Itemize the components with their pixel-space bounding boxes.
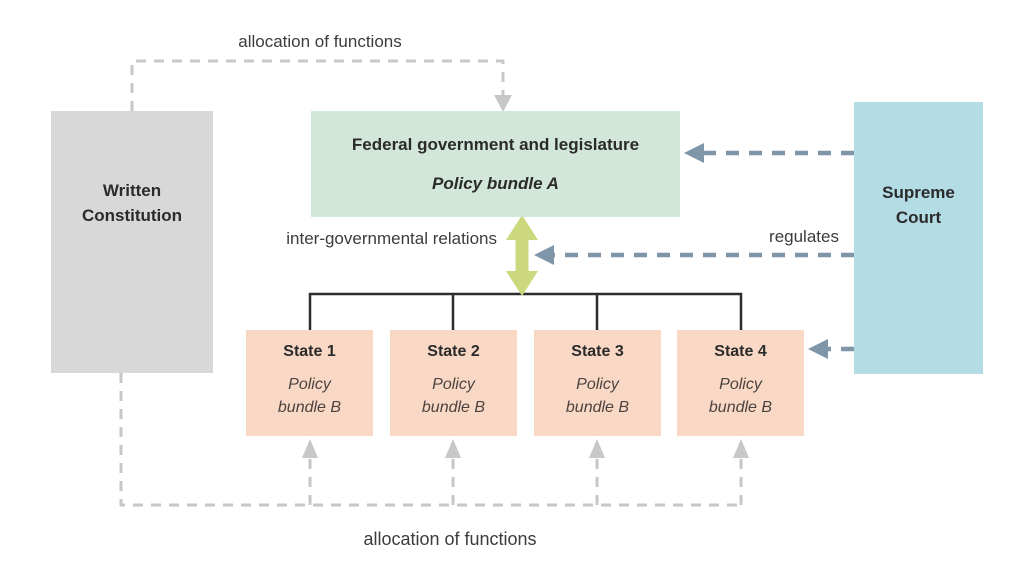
state-3-policy-line2: bundle B [565, 399, 630, 416]
state-2-policy-line2: bundle B [421, 399, 486, 416]
allocation-of-functions-top-label: allocation of functions [238, 32, 402, 51]
up-arrowhead-icon [733, 439, 749, 458]
regulates-label: regulates [769, 227, 839, 246]
federal-government-title: Federal government and legislature [351, 134, 640, 154]
state-1-policy-line2: bundle B [277, 399, 342, 416]
up-arrowhead-icon [589, 439, 605, 458]
allocation-top-dashed-connector [130, 59, 505, 111]
left-arrowhead-icon [684, 143, 704, 163]
state-3-policy-line1: Policy [576, 376, 619, 393]
written-constitution-label-line2: Constitution [81, 206, 183, 225]
supreme-court-box: Supreme Court [854, 102, 983, 374]
federal-government-box: Federal government and legislature Polic… [311, 111, 680, 217]
intergovernmental-double-arrow-icon [506, 215, 538, 296]
state-4-policy-line1: Policy [719, 376, 762, 393]
down-arrowhead-icon [494, 95, 512, 112]
federal-states-bracket [308, 292, 743, 330]
intergovernmental-label-line1: inter-governmental [286, 229, 428, 248]
allocation-of-functions-bottom-label: allocation of functions [363, 529, 537, 549]
written-constitution-label-line1: Written [102, 181, 162, 200]
supreme-court-label-line1: Supreme [882, 183, 955, 202]
state-1-title: State 1 [283, 343, 336, 360]
state-4-box: State 4 Policy bundle B [677, 330, 804, 436]
intergovernmental-relations-label: inter-governmental relations [286, 226, 497, 252]
state-2-title: State 2 [427, 343, 480, 360]
state-4-title: State 4 [714, 343, 767, 360]
federal-policy-bundle-label: Policy bundle A [432, 173, 559, 193]
intergovernmental-label-line2: relations [432, 229, 497, 248]
state-2-box: State 2 Policy bundle B [390, 330, 517, 436]
state-1-policy-line1: Policy [288, 376, 331, 393]
state-2-policy-line1: Policy [432, 376, 475, 393]
state-4-policy-line2: bundle B [708, 399, 773, 416]
supreme-court-label-line2: Court [895, 208, 942, 227]
left-arrowhead-icon [808, 339, 828, 359]
up-arrowhead-icon [302, 439, 318, 458]
state-3-title: State 3 [571, 343, 624, 360]
state-3-box: State 3 Policy bundle B [534, 330, 661, 436]
up-arrowhead-icon [445, 439, 461, 458]
left-arrowhead-icon [534, 245, 554, 265]
state-1-box: State 1 Policy bundle B [246, 330, 373, 436]
allocation-bottom-dashed-connector [119, 373, 741, 507]
written-constitution-box: Written Constitution [51, 111, 213, 373]
